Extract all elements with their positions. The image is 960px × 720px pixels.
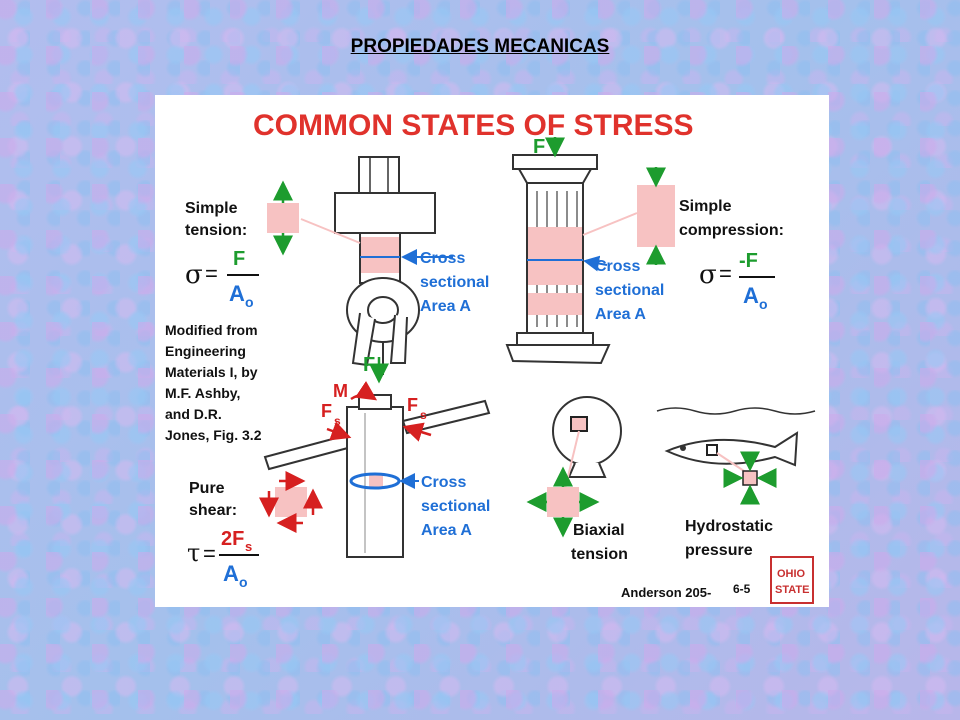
citation-line2: Engineering [165, 343, 246, 359]
shear-tau: τ [187, 539, 200, 567]
shear-force-label-left: F [321, 401, 332, 421]
tension-formula-denominator: A [229, 281, 245, 306]
shear-formula-numerator: 2F [221, 528, 244, 550]
citation-line1: Modified from [165, 322, 258, 338]
biaxial-label-line2: tension [571, 546, 628, 563]
shear-force-label-right-subscript: s [420, 408, 427, 422]
biaxial-sphere-illustration [552, 396, 622, 490]
compression-stress-element [637, 185, 675, 247]
compression-cross-arrow [583, 255, 608, 272]
tension-cross-line2: sectional [420, 274, 489, 291]
compression-formula-denominator: A [743, 283, 759, 308]
tension-label-line1: Simple [185, 200, 238, 217]
compression-cross-line2: sectional [595, 282, 664, 299]
compression-label-line2: compression: [679, 222, 784, 239]
tension-cross-line1: Cross [420, 250, 465, 267]
shear-force-arrow-right [402, 422, 432, 442]
citation-line3: Materials I, by [165, 364, 258, 380]
hydrostatic-fish-illustration [656, 407, 816, 474]
compression-label-line1: Simple [679, 198, 732, 215]
tension-equals: = [205, 261, 218, 286]
tension-cross-line3: Area A [420, 298, 471, 315]
logo-line1: OHIO [777, 568, 806, 580]
compression-force-top-label: F [533, 136, 545, 158]
biaxial-label-line1: Biaxial [573, 522, 625, 539]
compression-sigma: σ [699, 260, 717, 290]
biaxial-stress-element [547, 487, 579, 517]
shear-shaft-illustration [263, 394, 491, 558]
citation-line6: Jones, Fig. 3.2 [165, 427, 262, 443]
tension-formula-numerator: F [233, 248, 245, 270]
compression-cross-line3: Area A [595, 306, 646, 323]
tension-label-line2: tension: [185, 222, 247, 239]
shear-equals: = [203, 541, 216, 566]
shear-moment-arrow [350, 380, 378, 401]
credit-figure-number: 6-5 [733, 582, 751, 596]
tension-leader-line [300, 218, 361, 244]
hydrostatic-label-line2: pressure [685, 542, 753, 559]
citation-line4: M.F. Ashby, [165, 385, 240, 401]
shear-formula-denominator-subscript: o [239, 574, 248, 590]
ohio-state-logo: OHIO STATE [770, 556, 814, 604]
stress-states-figure: COMMON STATES OF STRESS Simple tension: … [155, 95, 829, 607]
stress-states-diagram: COMMON STATES OF STRESS Simple tension: … [165, 109, 816, 604]
shear-moment-label: M [333, 381, 348, 401]
diagram-heading: COMMON STATES OF STRESS [253, 109, 694, 142]
citation-line5: and D.R. [165, 406, 222, 422]
tension-stress-element [267, 203, 299, 233]
compression-column-illustration [505, 154, 611, 365]
shear-stress-element [275, 487, 307, 517]
compression-leader-line [582, 212, 638, 236]
page-title: PROPIEDADES MECANICAS [350, 36, 610, 57]
compression-cross-line1: Cross [595, 258, 640, 275]
compression-equals: = [719, 261, 732, 286]
tension-formula-denominator-subscript: o [245, 294, 254, 310]
shear-formula-denominator: A [223, 561, 239, 586]
shear-cross-line2: sectional [421, 498, 490, 515]
shear-cross-line1: Cross [421, 474, 466, 491]
shear-force-arrow-left [326, 421, 352, 441]
hydrostatic-label-line1: Hydrostatic [685, 518, 773, 535]
logo-line2: STATE [775, 584, 809, 596]
shear-force-label-right: F [407, 395, 418, 415]
compression-formula-denominator-subscript: o [759, 296, 768, 312]
shear-label-line1: Pure [189, 480, 225, 497]
tension-sigma: σ [185, 260, 203, 290]
shear-force-label-left-subscript: s [334, 414, 341, 428]
hydrostatic-stress-element [742, 470, 758, 486]
shear-cross-line3: Area A [421, 522, 472, 539]
tension-force-bottom-label: F [363, 354, 375, 376]
credit-text: Anderson 205- [621, 585, 711, 600]
shear-formula-numerator-subscript: s [245, 539, 252, 554]
compression-formula-numerator: -F [739, 250, 758, 272]
shear-label-line2: shear: [189, 502, 237, 519]
tension-bolt-illustration [334, 156, 436, 375]
